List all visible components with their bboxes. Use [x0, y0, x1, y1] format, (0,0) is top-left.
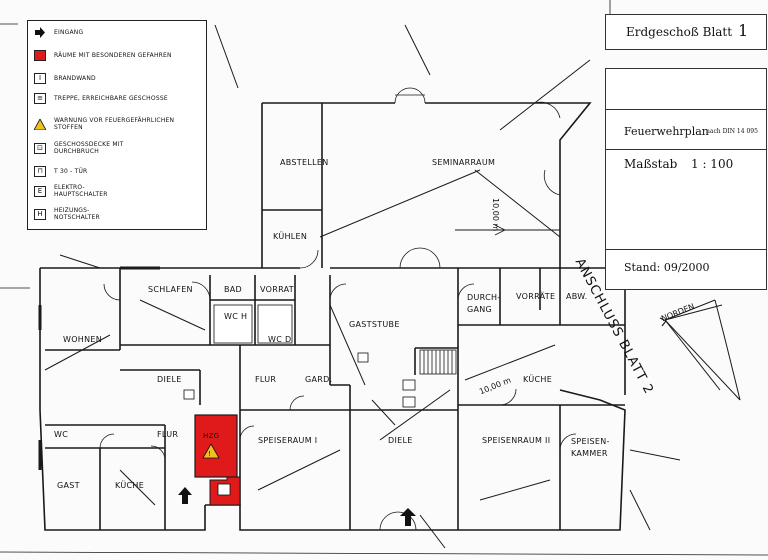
room-gard: GARD. [305, 375, 333, 384]
room-flur-left: FLUR [157, 430, 179, 439]
room-vorraete: VORRÄTE [516, 292, 556, 301]
arrow-right-icon [34, 27, 46, 38]
legend-item-warning: WARNUNG VOR FEUERGEFÄHRLICHEN STOFFEN [34, 117, 184, 131]
plan-title: Feuerwehrplan [624, 125, 709, 138]
plan-norm: nach DIN 14 095 [706, 128, 758, 135]
room-bad: BAD [224, 285, 243, 294]
room-vorrat: VORRAT [260, 285, 294, 294]
room-diele-left: DIELE [157, 375, 182, 384]
scale-value: 1 : 100 [691, 157, 734, 171]
room-gast: GAST [57, 481, 80, 490]
legend-item-hazard-room: RÄUME MIT BESONDEREN GEFAHREN [34, 50, 172, 61]
room-durchgang: DURCH- GANG [467, 293, 501, 314]
room-wc-small: WC [54, 430, 69, 439]
stand-date: Stand: 09/2000 [624, 261, 710, 274]
legend-item-electric-switch: E ELEKTRO-HAUPTSCHALTER [34, 184, 134, 198]
scale-label: Maßstab [624, 157, 678, 171]
fire-wall-icon: I [34, 73, 46, 84]
room-gaststube: GASTSTUBE [349, 320, 400, 329]
door-symbol [402, 396, 416, 408]
heating-switch-icon: H [34, 208, 46, 220]
room-abw: ABW. [566, 292, 588, 301]
hazard-warning-icon [202, 443, 220, 459]
dimension-label-vertical: 10,00 m [491, 198, 500, 232]
red-square-icon [34, 50, 46, 61]
warning-triangle-icon [34, 118, 46, 130]
legend-item-heating-switch: H HEIZUNGS-NOTSCHALTER [34, 207, 134, 221]
room-abstellen: ABSTELLEN [280, 158, 329, 167]
legend-item-door: ⊓ T 30 - TÜR [34, 166, 87, 177]
hazard-room-highlight [194, 414, 238, 478]
electric-switch-icon: E [34, 185, 46, 197]
room-schlafen: SCHLAFEN [148, 285, 193, 294]
legend-item-ceiling-opening: ⊡ GESCHOSSDECKE MIT DURCHBRUCH [34, 141, 164, 155]
legend-box: EINGANG RÄUME MIT BESONDEREN GEFAHREN I … [27, 20, 207, 230]
room-speisekammer: SPEISEN- KAMMER [571, 437, 610, 458]
ceiling-opening-icon: ⊡ [34, 142, 46, 154]
ceiling-opening-symbol [217, 483, 231, 496]
room-wc-h: WC H [224, 312, 248, 321]
room-flur-top: FLUR [255, 375, 277, 384]
sheet-title-box: Erdgeschoß Blatt 1 [605, 14, 767, 50]
entrance-arrow-main [400, 508, 416, 526]
legend-item-stairs: ≡ TREPPE, ERREICHBARE GESCHOSSE [34, 93, 174, 104]
legend-item-entrance: EINGANG [34, 27, 83, 38]
room-diele-center: DIELE [388, 436, 413, 445]
svg-text:!: ! [208, 450, 211, 458]
room-seminarraum: SEMINARRAUM [432, 158, 496, 167]
room-speisenraum-2: SPEISENRAUM II [482, 436, 551, 445]
entrance-arrow-side [178, 487, 192, 504]
heating-switch-symbol [183, 389, 195, 400]
stairs-symbol [402, 379, 416, 391]
room-kuehlen: KÜHLEN [273, 232, 308, 241]
room-kueche-right: KÜCHE [523, 375, 553, 384]
stairs-icon: ≡ [34, 93, 46, 104]
sheet-number: 1 [738, 21, 749, 40]
room-wc-d: WC D [268, 335, 292, 344]
door-icon: ⊓ [34, 166, 46, 177]
room-wohnen: WOHNEN [63, 335, 103, 344]
sheet-title: Erdgeschoß Blatt [626, 25, 733, 39]
electric-switch-symbol [357, 352, 369, 363]
room-kueche-left: KÜCHE [115, 481, 145, 490]
room-speiseraum-1: SPEISERAUM I [258, 436, 318, 445]
room-hzg: HZG [203, 432, 220, 440]
legend-item-fire-wall: I BRANDWAND [34, 73, 96, 84]
plan-info-box: Feuerwehrplan nach DIN 14 095 Maßstab 1 … [605, 68, 767, 290]
